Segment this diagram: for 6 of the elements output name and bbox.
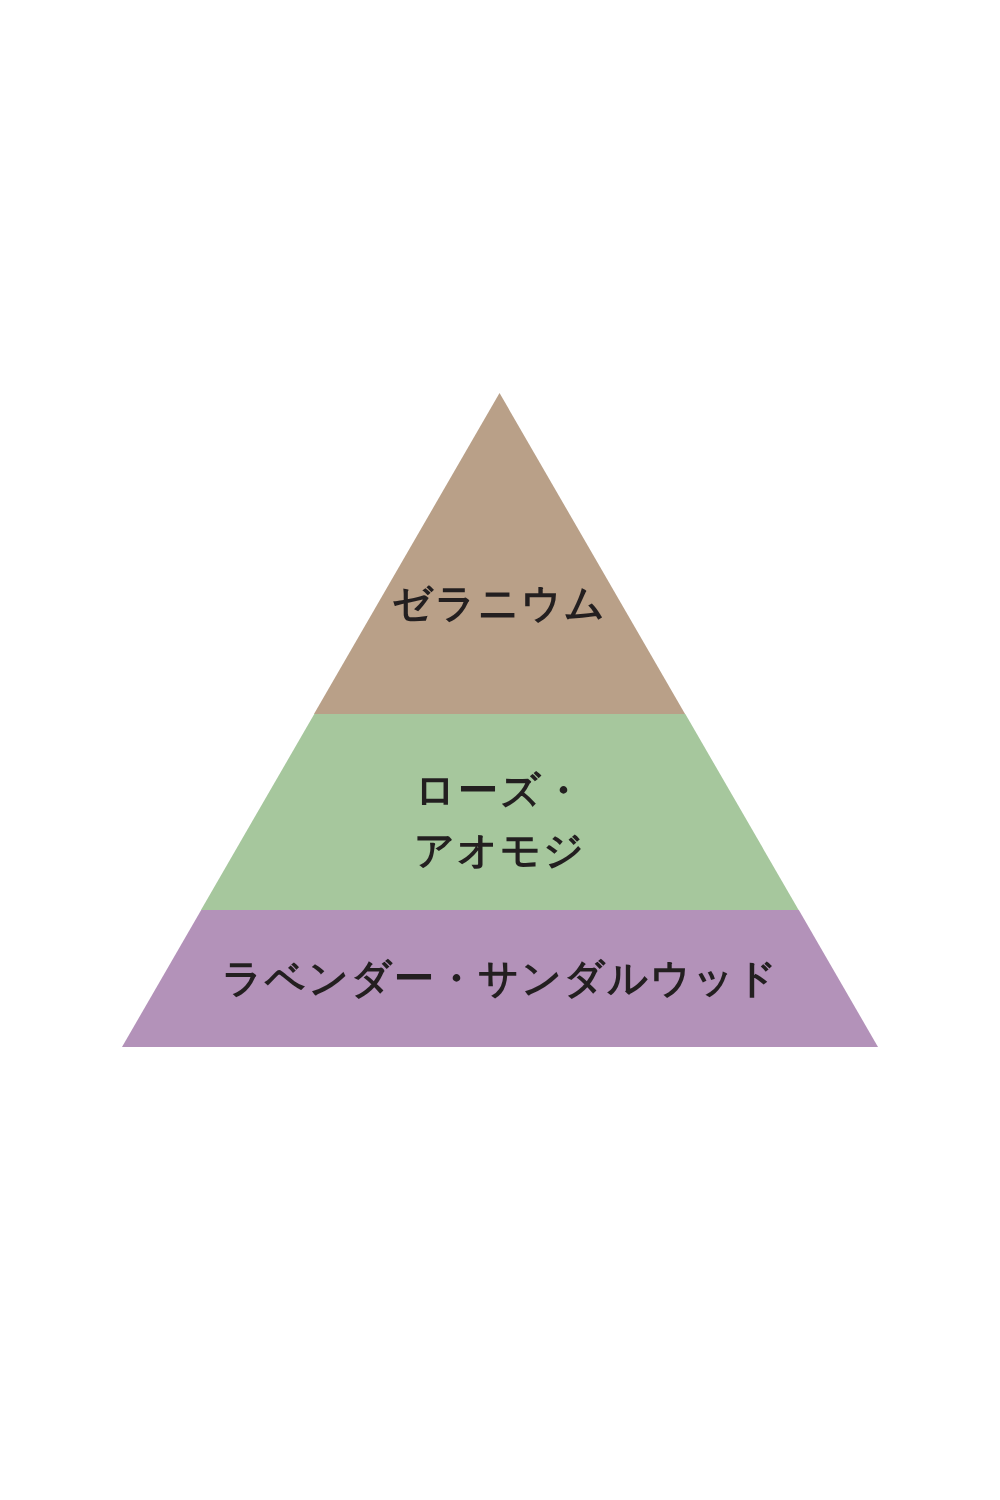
tier-label: ゼラニウム [392,579,608,628]
pyramid-tier [314,393,686,714]
tier-label: ローズ・アオモジ [413,766,587,875]
tier-label: ラベンダー・サンダルウッド [221,954,779,1003]
pyramid-tier [201,714,799,910]
pyramid-tier [122,910,878,1047]
